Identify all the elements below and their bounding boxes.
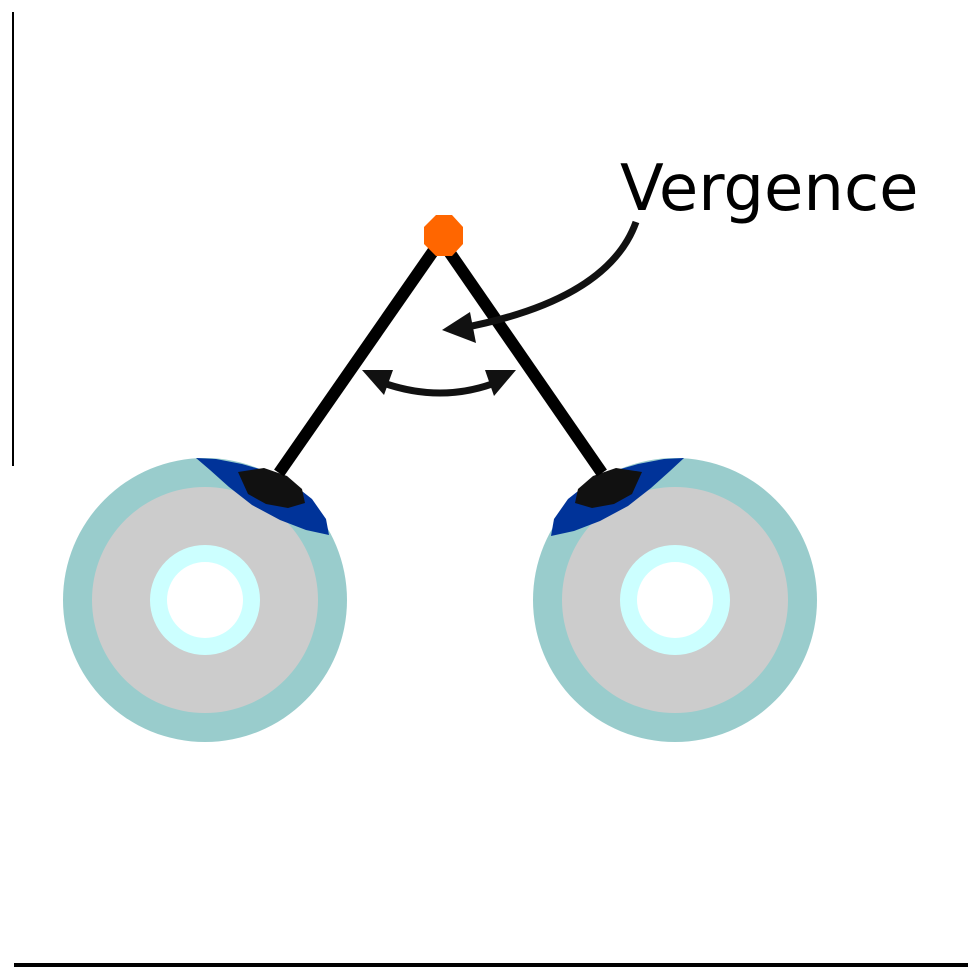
pointer-arrow-head <box>442 312 476 343</box>
right-line-of-sight <box>441 240 602 473</box>
right-eye-pupil-center <box>637 562 713 638</box>
angle-arrow-right-head <box>485 370 516 396</box>
double-headed-arrow-icon <box>362 370 516 396</box>
left-eye-icon <box>63 458 347 742</box>
target-point-icon <box>424 215 463 256</box>
left-line-of-sight <box>279 240 441 473</box>
angle-arrow-left-head <box>362 370 393 395</box>
left-eye-pupil-center <box>167 562 243 638</box>
angle-arrow-curve <box>378 381 500 393</box>
right-eye-icon <box>533 458 817 742</box>
vergence-label: Vergence <box>620 152 919 226</box>
